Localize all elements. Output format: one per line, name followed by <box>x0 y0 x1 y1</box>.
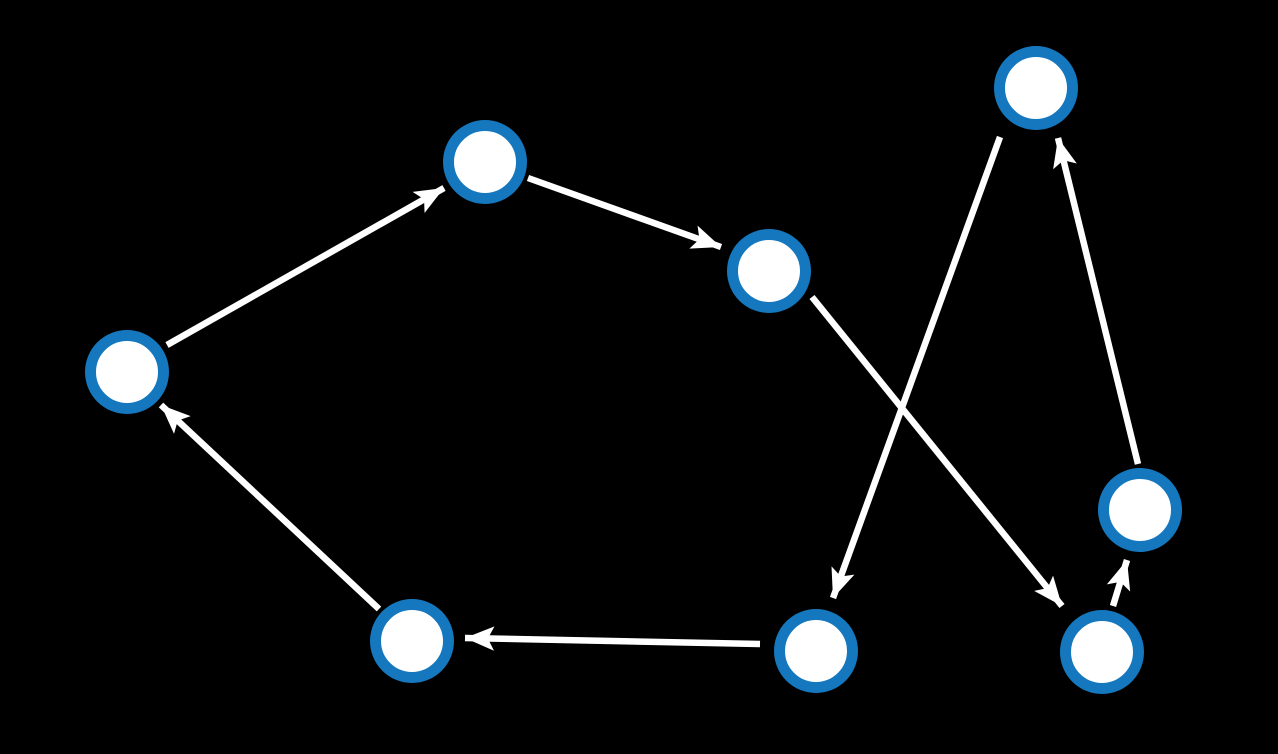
node-bottom-middle <box>774 609 858 693</box>
edge-node-upper-middle-to-node-center <box>526 174 723 251</box>
edge-node-bottom-right-to-node-right <box>1106 559 1131 607</box>
edges-layer <box>158 135 1142 651</box>
node-right <box>1098 468 1182 552</box>
edge-node-left-to-node-upper-middle <box>165 185 446 348</box>
node-bottom-left <box>370 599 454 683</box>
node-bottom-right <box>1060 610 1144 694</box>
edge-node-top-right-to-node-bottom-middle <box>829 135 1004 600</box>
edge-node-bottom-left-to-node-left <box>158 402 382 612</box>
edge-node-bottom-middle-to-node-bottom-left <box>464 626 761 651</box>
edge-node-right-to-node-top-right <box>1053 137 1142 465</box>
edge-node-center-to-node-bottom-right <box>809 294 1065 609</box>
node-upper-middle <box>443 120 527 204</box>
nodes-layer <box>85 46 1182 694</box>
node-top-right <box>994 46 1078 130</box>
node-center <box>727 229 811 313</box>
node-left <box>85 330 169 414</box>
